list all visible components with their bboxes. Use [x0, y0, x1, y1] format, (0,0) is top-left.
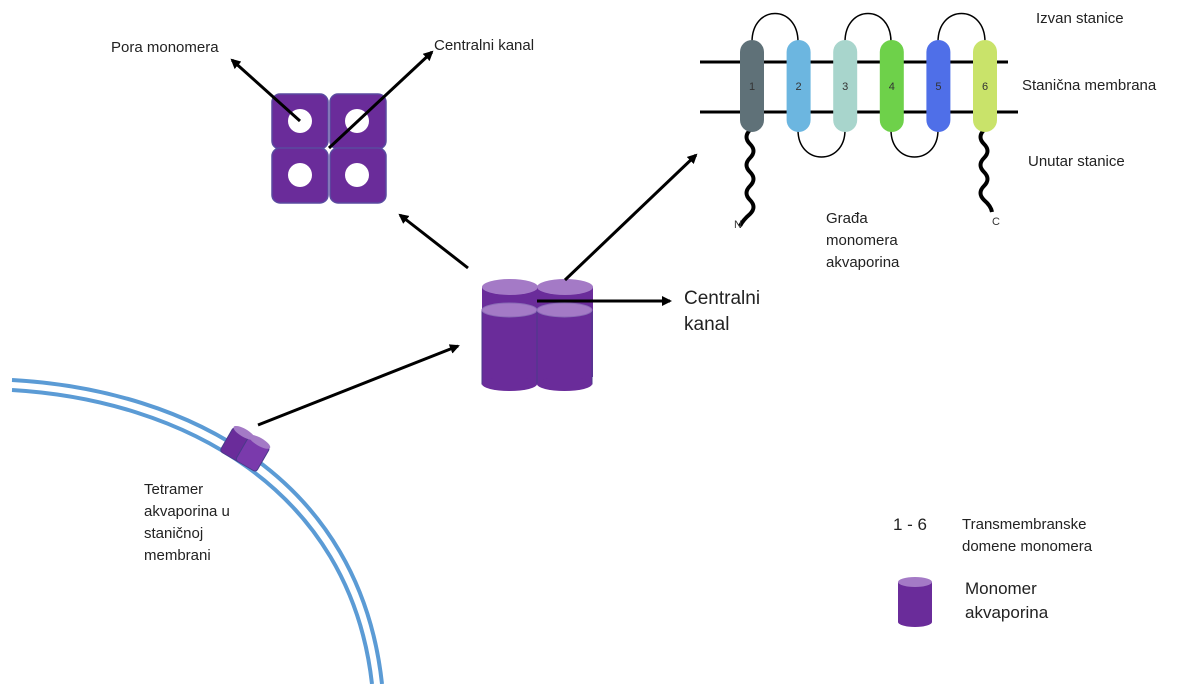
label-centralni-kanal-mid: Centralni kanal [684, 288, 761, 335]
domain-2-shape [786, 40, 811, 132]
domain-5-shape [926, 40, 951, 132]
domain-loops [751, 12, 986, 158]
arrow-pora-monomera [230, 58, 302, 123]
legend-range-description: Transmembranske domene monomera [962, 516, 1093, 555]
domain-2: 2 [786, 40, 811, 132]
tetramer-3d [481, 279, 593, 391]
arrow-membrane-to-tetramer [257, 344, 460, 427]
label-pora-monomera: Pora monomera [111, 39, 219, 56]
arrow-to-monomer-structure [563, 153, 698, 282]
legend-monomer-icon [898, 577, 932, 627]
label-izvan-stanice: Izvan stanice [1036, 10, 1124, 27]
c-terminus-tail [978, 128, 994, 213]
domain-1-number: 1 [749, 81, 755, 93]
termini-tails [738, 128, 994, 227]
transmembrane-domains: 1 2 3 4 5 6 [740, 40, 997, 132]
label-grada-monomera: Građa monomera akvaporina [826, 210, 900, 271]
pore-br [345, 163, 369, 187]
legend-monomer-description: Monomer akvaporina [965, 579, 1049, 622]
arrows [230, 50, 698, 427]
label-unutar-stanice: Unutar stanice [1028, 153, 1125, 170]
legend-range-label: 1 - 6 [893, 515, 928, 534]
c-terminus-label: C [992, 216, 1000, 228]
arrow-centralni-kanal-top [327, 50, 434, 150]
domain-5: 5 [926, 40, 951, 132]
domain-3-number: 3 [842, 81, 848, 93]
label-centralni-kanal-top: Centralni kanal [434, 37, 535, 54]
domain-1: 1 [740, 40, 764, 132]
domain-4: 4 [879, 40, 904, 132]
domain-3: 3 [833, 40, 858, 132]
domain-1-shape [740, 40, 764, 132]
domain-6-number: 6 [982, 81, 988, 93]
domain-4-number: 4 [889, 81, 895, 93]
pore-bl [288, 163, 312, 187]
domain-6: 6 [973, 40, 997, 132]
membrane-tetramer-icon [220, 425, 271, 472]
domain-6-shape [973, 40, 997, 132]
arrow-to-top-view [398, 213, 469, 270]
n-terminus-tail [738, 128, 756, 227]
domain-4-shape [879, 40, 904, 132]
label-stanicna-membrana: Stanična membrana [1022, 77, 1157, 94]
domain-5-number: 5 [935, 81, 941, 93]
n-terminus-label: N [734, 219, 742, 231]
domain-3-shape [833, 40, 858, 132]
label-tetramer-membrane: Tetramer akvaporina u staničnoj membrani [144, 481, 230, 564]
domain-2-number: 2 [796, 81, 802, 93]
